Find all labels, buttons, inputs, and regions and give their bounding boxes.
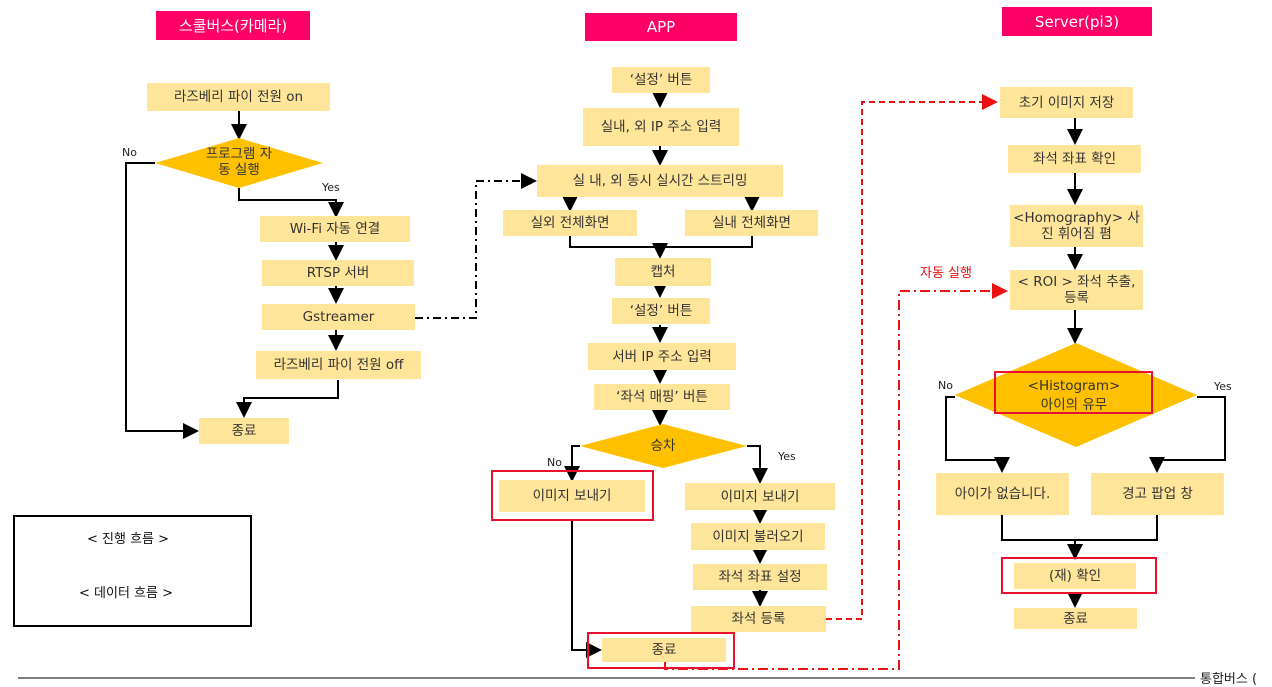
settings-button-box: ‘설정’ 버튼: [612, 67, 710, 93]
power-off-box: 라즈베리 파이 전원 off: [256, 351, 421, 379]
boarding-label: 승차: [650, 438, 676, 454]
load-image-box: 이미지 불러오기: [691, 523, 825, 550]
settings-button-box-2: ‘설정’ 버튼: [612, 298, 710, 324]
wifi-box: Wi-Fi 자동 연결: [260, 216, 410, 242]
footer-text: 통합버스 (: [1200, 672, 1258, 687]
roi-box: < ROI > 좌석 추출, 등록: [1010, 270, 1143, 310]
histogram-sub: 아이의 유무: [1040, 397, 1108, 413]
auto-run-label: 프로그램 자동 실행: [205, 146, 273, 178]
legend-progress-flow: < 진행 흐름 >: [87, 532, 170, 547]
app-header: APP: [585, 13, 737, 41]
no-child-box: 아이가 없습니다.: [936, 473, 1069, 515]
rtsp-box: RTSP 서버: [262, 260, 414, 286]
warning-popup-box: 경고 팝업 창: [1091, 473, 1224, 515]
indoor-fullscreen-box: 실내 전체화면: [685, 210, 818, 236]
seat-register-box: 좌석 등록: [691, 606, 826, 632]
app-yes-label: Yes: [778, 450, 796, 463]
outdoor-fullscreen-box: 실외 전체화면: [503, 210, 637, 236]
camera-end-box: 종료: [199, 418, 289, 444]
homography-box: <Homography> 사진 휘어짐 폄: [1010, 205, 1143, 247]
camera-header: 스쿨버스(카메라): [156, 11, 310, 40]
histogram-decision-diamond: [955, 343, 1197, 447]
auto-run-data-label: 자동 실행: [920, 266, 972, 281]
server-header: Server(pi3): [1002, 7, 1152, 36]
app-end-highlight: [587, 632, 735, 669]
server-ip-box: 서버 IP 주소 입력: [588, 343, 736, 370]
recheck-highlight: [1001, 557, 1157, 594]
histogram-title: <Histogram>: [1027, 378, 1121, 394]
power-on-box: 라즈베리 파이 전원 on: [147, 83, 330, 111]
server-end-box: 종료: [1014, 608, 1137, 629]
send-image-highlight: [491, 470, 654, 521]
app-end-box: 종료: [602, 638, 726, 662]
legend: < 진행 흐름 > < 데이터 흐름 >: [13, 515, 252, 627]
gstreamer-box: Gstreamer: [262, 304, 415, 330]
send-image-right-box: 이미지 보내기: [685, 483, 835, 510]
seat-mapping-button-box: ‘좌석 매핑’ 버튼: [594, 384, 730, 410]
histogram-highlight: [994, 371, 1153, 414]
camera-no-label: No: [122, 146, 137, 159]
server-yes-label: Yes: [1214, 380, 1232, 393]
seat-coord-set-box: 좌석 좌표 설정: [693, 564, 827, 590]
recheck-box: (재) 확인: [1014, 563, 1136, 589]
app-no-label: No: [547, 456, 562, 469]
capture-box: 캡처: [615, 258, 711, 286]
camera-yes-label: Yes: [322, 181, 340, 194]
send-image-left-box: 이미지 보내기: [499, 480, 645, 512]
legend-data-flow: < 데이터 흐름 >: [79, 586, 173, 601]
ip-input-box: 실내, 외 IP 주소 입력: [583, 108, 739, 146]
save-initial-image-box: 초기 이미지 저장: [1000, 87, 1133, 118]
server-no-label: No: [938, 379, 953, 392]
camera-decision-diamond: [155, 138, 323, 188]
boarding-decision-diamond: [580, 424, 747, 468]
check-coord-box: 좌석 좌표 확인: [1008, 145, 1141, 173]
streaming-box: 실 내, 외 동시 실시간 스트리밍: [537, 165, 783, 197]
